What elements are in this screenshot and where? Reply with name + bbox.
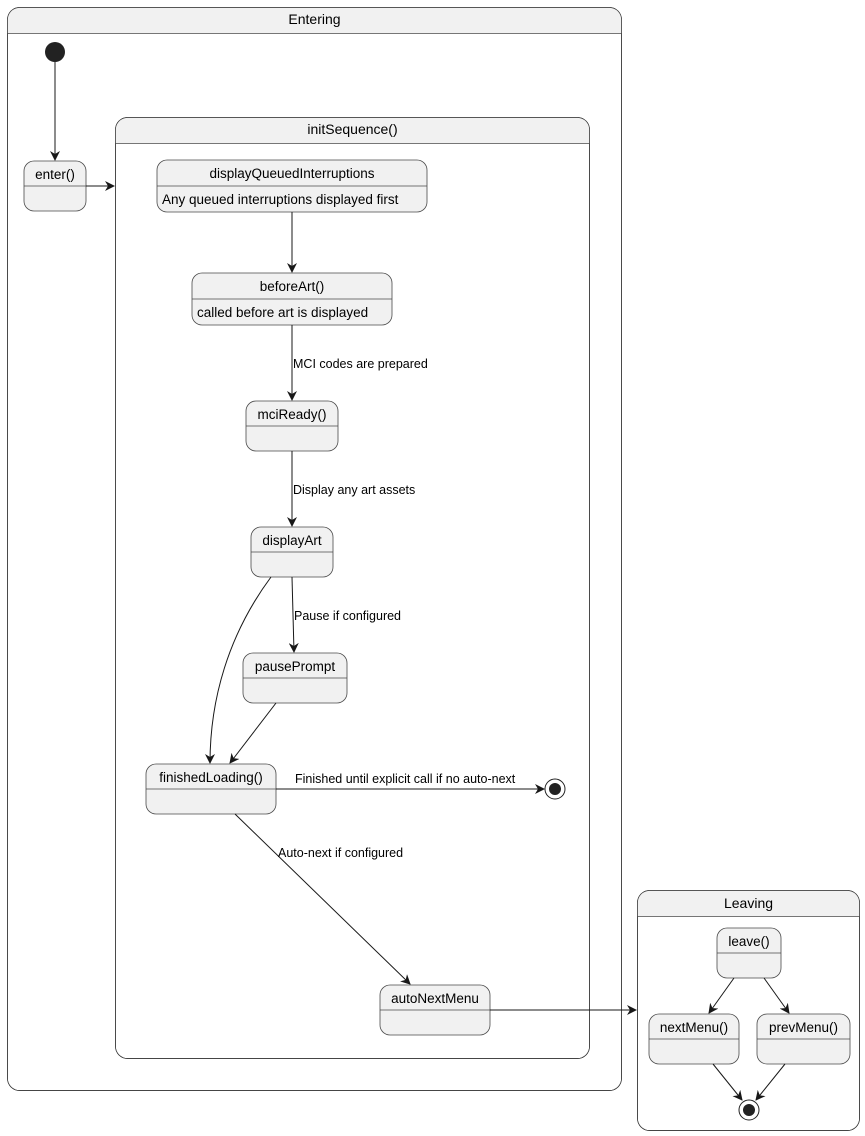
composite-leaving-title: Leaving — [724, 895, 773, 911]
state-display-queued-interruptions-label: displayQueuedInterruptions — [209, 166, 374, 181]
state-next-menu-label: nextMenu() — [660, 1020, 728, 1035]
state-display-queued-interruptions: displayQueuedInterruptions Any queued in… — [156, 159, 428, 213]
final-state-init-sequence — [544, 778, 566, 800]
state-before-art: beforeArt() called before art is display… — [191, 272, 393, 326]
state-pause-prompt-label: pausePrompt — [255, 659, 336, 674]
state-display-art: displayArt — [250, 526, 334, 578]
edge-label-display-art-assets: Display any art assets — [293, 483, 415, 497]
state-pause-prompt: pausePrompt — [242, 652, 348, 704]
state-finished-loading-label: finishedLoading() — [159, 770, 263, 785]
state-auto-next-menu: autoNextMenu — [379, 984, 491, 1036]
initial-state-dot — [45, 42, 65, 62]
edge-leave-to-prev-menu — [763, 977, 790, 1014]
state-leave-label: leave() — [728, 934, 769, 949]
state-display-queued-interruptions-description: Any queued interruptions displayed first — [162, 192, 399, 207]
state-finished-loading: finishedLoading() — [145, 763, 277, 815]
edge-label-pause-if-configured: Pause if configured — [294, 609, 401, 623]
edge-prev-menu-to-end — [755, 1063, 786, 1101]
edge-leave-to-next-menu — [708, 977, 735, 1014]
edge-label-mci-codes-prepared: MCI codes are prepared — [293, 357, 428, 371]
composite-entering-title: Entering — [288, 11, 340, 27]
state-before-art-description: called before art is displayed — [197, 305, 368, 320]
edge-label-finished-until-explicit: Finished until explicit call if no auto-… — [295, 772, 516, 786]
state-before-art-label: beforeArt() — [260, 279, 325, 294]
edge-finished-loading-to-auto-next — [234, 813, 411, 985]
edge-display-art-to-finished-loading — [205, 576, 272, 764]
edge-label-auto-next-if-configured: Auto-next if configured — [278, 846, 403, 860]
state-display-art-label: displayArt — [262, 533, 322, 548]
state-next-menu: nextMenu() — [648, 1013, 740, 1065]
edge-display-art-to-pause-prompt — [288, 576, 299, 653]
composite-init-sequence: initSequence() — [115, 117, 590, 1059]
state-enter-label: enter() — [35, 167, 75, 182]
state-enter: enter() — [23, 160, 87, 212]
state-prev-menu: prevMenu() — [756, 1013, 851, 1065]
composite-init-sequence-title: initSequence() — [307, 121, 397, 137]
state-auto-next-menu-label: autoNextMenu — [391, 991, 479, 1006]
edge-pause-prompt-to-finished-loading — [229, 702, 277, 764]
state-leave: leave() — [716, 927, 782, 979]
state-prev-menu-label: prevMenu() — [769, 1020, 838, 1035]
composite-leaving: Leaving — [637, 890, 860, 1131]
final-state-leaving — [738, 1099, 760, 1121]
state-mci-ready: mciReady() — [245, 400, 339, 452]
edge-next-menu-to-end — [712, 1063, 743, 1101]
state-mci-ready-label: mciReady() — [257, 407, 326, 422]
